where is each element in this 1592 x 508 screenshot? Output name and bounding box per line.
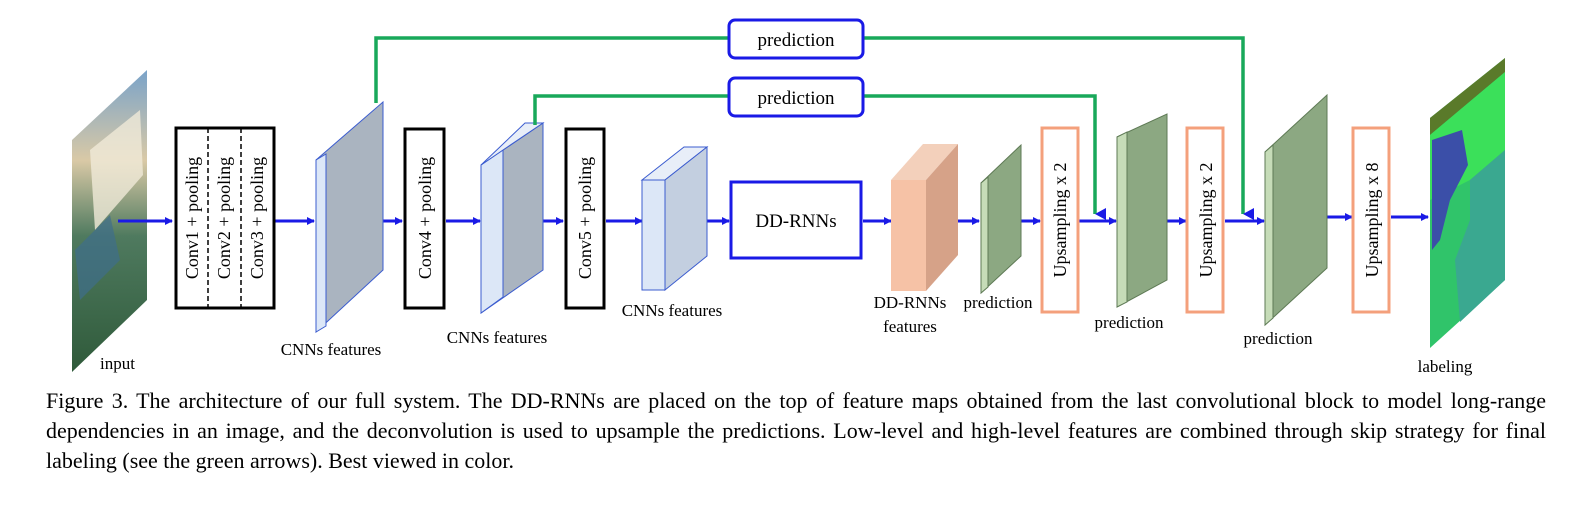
conv4-block: Conv4 + pooling [403,127,446,310]
figure-caption: Figure 3. The architecture of our full s… [46,388,1546,473]
upsampling-label-3: Upsampling x 8 [1362,163,1382,278]
prediction-map-3 [1264,93,1328,327]
prediction-label-1: prediction [964,293,1033,312]
ddrnns-block: DD-RNNs [729,180,863,260]
skip-prediction-box-1: prediction [727,18,865,60]
prediction-label-2: prediction [1095,313,1164,332]
conv1-3-block: Conv1 + pooling Conv2 + pooling Conv3 + … [174,126,276,310]
architecture-diagram: input Conv1 + pooling Conv2 + pooling Co… [72,18,1505,376]
prediction-map-1 [980,143,1022,295]
input-label: input [100,354,135,373]
cnn-features-label-1: CNNs features [281,340,382,359]
labeling-output [1430,58,1505,348]
cnn-features-1 [315,100,384,334]
skip-prediction-label-2: prediction [757,88,835,109]
cnn-features-label-3: CNNs features [622,301,723,320]
input-image [72,70,147,372]
ddrnns-features [891,144,958,291]
cnn-features-label-2: CNNs features [447,328,548,347]
conv5-label: Conv5 + pooling [575,157,595,279]
upsampling-block-1: Upsampling x 2 [1040,126,1080,314]
ddrnns-label: DD-RNNs [755,211,836,232]
conv2-label: Conv2 + pooling [214,157,234,279]
conv1-label: Conv1 + pooling [182,157,202,279]
prediction-label-3: prediction [1244,329,1313,348]
upsampling-block-2: Upsampling x 2 [1185,126,1225,314]
upsampling-block-3: Upsampling x 8 [1351,126,1391,314]
conv5-block: Conv5 + pooling [564,127,606,310]
labeling-label: labeling [1418,357,1473,376]
skip-prediction-box-2: prediction [727,76,865,118]
cnn-features-2 [480,122,545,314]
upsampling-label-2: Upsampling x 2 [1196,163,1216,278]
prediction-map-2 [1116,113,1168,308]
ddrnns-features-label-2: features [883,317,937,336]
ddrnns-features-label-1: DD-RNNs [874,293,947,312]
upsampling-label-1: Upsampling x 2 [1050,163,1070,278]
conv3-label: Conv3 + pooling [247,157,267,279]
conv4-label: Conv4 + pooling [415,157,435,279]
skip-prediction-label-1: prediction [757,30,835,51]
cnn-features-3 [640,145,709,292]
